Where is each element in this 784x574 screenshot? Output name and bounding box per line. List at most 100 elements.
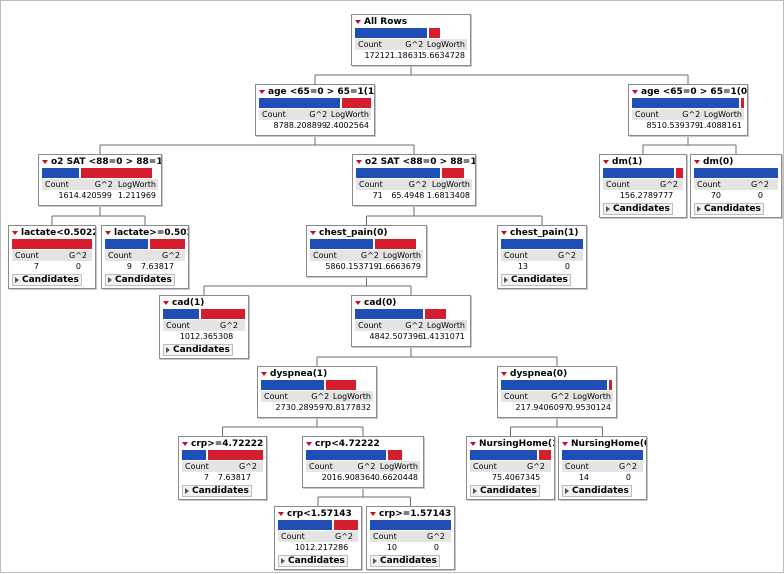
node-title: crp>=1.57143 — [367, 507, 454, 520]
response-bar — [501, 380, 613, 390]
logworth-value: 1.211969 — [117, 191, 156, 200]
disclosure-triangle-icon — [108, 277, 112, 283]
red-triangle-icon[interactable] — [370, 511, 376, 516]
g2-header: G^2 — [660, 180, 678, 189]
red-triangle-icon[interactable] — [562, 441, 568, 446]
red-triangle-icon[interactable] — [261, 371, 267, 376]
count-value: 10 — [386, 543, 397, 552]
candidates-toggle[interactable]: Candidates — [182, 485, 252, 497]
node-title: crp<4.72222 — [303, 437, 423, 450]
node-title-text: cad(0) — [364, 297, 397, 308]
red-triangle-icon[interactable] — [356, 159, 362, 164]
g2-header: G^2 — [360, 251, 379, 260]
g2-header: G^2 — [94, 180, 113, 189]
red-triangle-icon[interactable] — [163, 300, 169, 305]
node-title: dm(0) — [691, 155, 781, 168]
red-triangle-icon[interactable] — [501, 230, 507, 235]
tree-node[interactable]: NursingHome(1)CountG^275.4067345Candidat… — [466, 436, 555, 500]
g2-header: G^2 — [558, 251, 576, 260]
tree-node[interactable]: o2 SAT <88=0 > 88=1)(0)CountG^2LogWorth7… — [352, 154, 476, 206]
red-triangle-icon[interactable] — [182, 441, 188, 446]
red-triangle-icon[interactable] — [632, 89, 638, 94]
count-value: 7 — [491, 473, 497, 482]
count-header: Count — [359, 180, 383, 189]
red-triangle-icon[interactable] — [355, 300, 361, 305]
candidates-toggle[interactable]: Candidates — [278, 555, 348, 567]
count-header: Count — [504, 392, 528, 401]
tree-node[interactable]: lactate>=0.502283CountG^297.63817Candida… — [101, 225, 189, 289]
red-triangle-icon[interactable] — [694, 159, 700, 164]
node-title-text: NursingHome(0) — [571, 438, 646, 449]
g2-value: 0 — [564, 262, 570, 271]
node-title: crp<1.57143 — [275, 507, 361, 520]
red-triangle-icon[interactable] — [310, 230, 316, 235]
red-segment — [676, 168, 683, 178]
count-header: Count — [473, 462, 497, 471]
candidates-toggle[interactable]: Candidates — [470, 485, 540, 497]
red-triangle-icon[interactable] — [501, 371, 507, 376]
count-header: Count — [635, 110, 659, 119]
stats-header: Count G^2 — [182, 461, 263, 472]
red-triangle-icon[interactable] — [603, 159, 609, 164]
g2-header: G^2 — [357, 462, 376, 471]
red-triangle-icon[interactable] — [42, 159, 48, 164]
candidates-toggle[interactable]: Candidates — [370, 555, 440, 567]
red-segment — [201, 309, 245, 319]
logworth-value: 0.6620448 — [374, 473, 418, 482]
candidates-label: Candidates — [480, 486, 537, 496]
blue-segment — [603, 168, 675, 178]
count-value: 172 — [364, 51, 380, 60]
g2-header: G^2 — [69, 251, 87, 260]
candidates-label: Candidates — [380, 556, 437, 566]
red-triangle-icon[interactable] — [105, 230, 111, 235]
red-triangle-icon[interactable] — [12, 230, 18, 235]
g2-value: 30.289597 — [285, 403, 329, 412]
node-title-text: lactate<0.502283 — [21, 227, 95, 238]
response-bar — [12, 239, 92, 249]
count-header: Count — [185, 462, 209, 471]
node-title-text: cad(1) — [172, 297, 205, 308]
candidates-toggle[interactable]: Candidates — [562, 485, 632, 497]
red-triangle-icon[interactable] — [278, 511, 284, 516]
g2-header: G^2 — [239, 462, 257, 471]
count-header: Count — [358, 321, 382, 330]
blue-segment — [501, 239, 583, 249]
candidates-toggle[interactable]: Candidates — [603, 203, 673, 215]
red-triangle-icon[interactable] — [306, 441, 312, 446]
response-bar — [259, 98, 371, 108]
blue-segment — [356, 168, 440, 178]
candidates-toggle[interactable]: Candidates — [501, 274, 571, 286]
candidates-toggle[interactable]: Candidates — [163, 344, 233, 356]
g2-value: 65.4948 — [391, 191, 425, 200]
tree-node[interactable]: o2 SAT <88=0 > 88=1)(1)CountG^2LogWorth1… — [38, 154, 162, 206]
node-title-text: dm(1) — [612, 156, 643, 167]
candidates-toggle[interactable]: Candidates — [694, 203, 764, 215]
candidates-toggle[interactable]: Candidates — [105, 274, 175, 286]
candidates-toggle[interactable]: Candidates — [12, 274, 82, 286]
red-triangle-icon[interactable] — [355, 19, 361, 24]
candidates-label: Candidates — [192, 486, 249, 496]
red-triangle-icon[interactable] — [470, 441, 476, 446]
red-triangle-icon[interactable] — [259, 89, 265, 94]
